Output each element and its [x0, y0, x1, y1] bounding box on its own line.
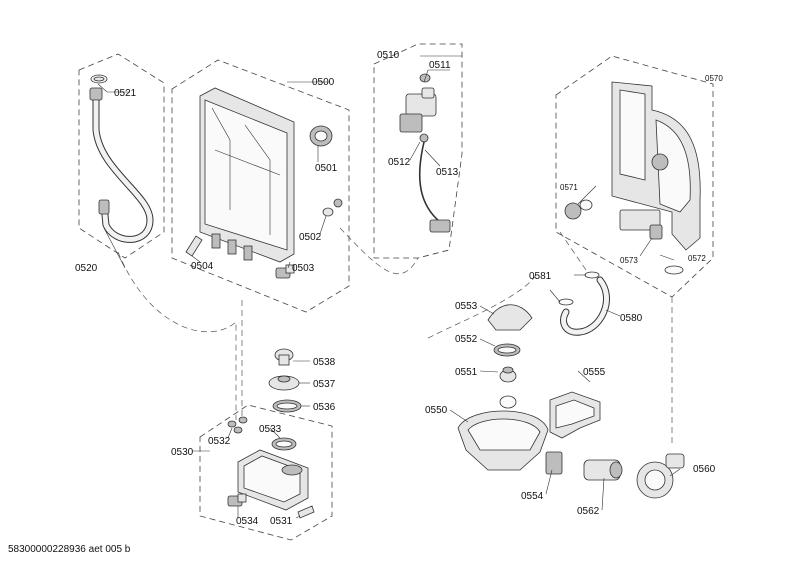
label-0504[interactable]: 0504 — [191, 261, 214, 272]
hose-0580[interactable] — [560, 276, 610, 336]
water-valve-0510[interactable] — [399, 87, 437, 133]
label-0550[interactable]: 0550 — [425, 405, 448, 416]
seal-0552[interactable] — [493, 343, 521, 357]
nipple-0502[interactable] — [322, 198, 343, 217]
label-0581[interactable]: 0581 — [529, 271, 552, 282]
filter-0511[interactable] — [419, 73, 431, 83]
screws-0532[interactable] — [227, 416, 248, 434]
connector-0573[interactable] — [649, 224, 663, 240]
label-0520[interactable]: 0520 — [75, 263, 98, 274]
seal-0512[interactable] — [419, 133, 429, 143]
cap-0538[interactable] — [274, 348, 294, 366]
hose-clamp-0581[interactable] — [558, 271, 600, 306]
assembly-outlines — [78, 43, 714, 541]
label-0570[interactable]: 0570 — [705, 74, 723, 83]
label-0532[interactable]: 0532 — [208, 436, 231, 447]
seal-ring-0501[interactable] — [309, 125, 333, 147]
hose-clamp-0521[interactable] — [90, 74, 108, 84]
group-0500-outline — [171, 59, 350, 313]
bracket-0555[interactable] — [549, 391, 601, 439]
label-0555[interactable]: 0555 — [583, 367, 606, 378]
label-0500[interactable]: 0500 — [312, 77, 335, 88]
seal-0571[interactable] — [564, 199, 593, 220]
cable-0513[interactable] — [418, 141, 451, 233]
label-0536[interactable]: 0536 — [313, 402, 336, 413]
label-0510[interactable]: 0510 — [377, 50, 400, 61]
drain-hose-0520[interactable] — [89, 87, 154, 243]
group-0530-outline — [199, 404, 333, 541]
group-0510-outline — [373, 43, 463, 259]
label-0571[interactable]: 0571 — [560, 183, 578, 192]
label-0580[interactable]: 0580 — [620, 313, 643, 324]
seal-0536[interactable] — [272, 399, 302, 413]
check-valve-0551[interactable] — [499, 366, 517, 383]
connection-lines — [117, 227, 673, 445]
fitting-0534[interactable] — [227, 493, 247, 507]
connector-0520-to-0500 — [117, 251, 237, 420]
connector-0570-to-0580 — [559, 231, 587, 271]
dispenser-0530[interactable] — [237, 449, 309, 511]
clip-0531[interactable] — [297, 505, 315, 519]
label-0553[interactable]: 0553 — [455, 301, 478, 312]
label-0533[interactable]: 0533 — [259, 424, 282, 435]
sensor-0554[interactable] — [545, 451, 563, 475]
label-0551[interactable]: 0551 — [455, 367, 478, 378]
circulation-pump-0560[interactable] — [636, 453, 685, 499]
heat-exchanger-0570[interactable] — [611, 81, 701, 251]
label-0502[interactable]: 0502 — [299, 232, 322, 243]
label-0531[interactable]: 0531 — [270, 516, 293, 527]
part-labels: 0521 0520 0500 0501 0502 0503 0504 0510 … — [75, 50, 723, 527]
label-0560[interactable]: 0560 — [693, 464, 716, 475]
label-0530[interactable]: 0530 — [171, 447, 194, 458]
connector-0500-to-0510 — [339, 227, 419, 275]
label-0521[interactable]: 0521 — [114, 88, 137, 99]
label-0501[interactable]: 0501 — [315, 163, 338, 174]
label-0538[interactable]: 0538 — [313, 357, 336, 368]
seal-0572[interactable] — [664, 265, 684, 275]
valve-0503[interactable] — [275, 264, 295, 279]
label-0513[interactable]: 0513 — [436, 167, 459, 178]
cover-0553[interactable] — [487, 304, 533, 331]
label-0573[interactable]: 0573 — [620, 256, 638, 265]
label-0552[interactable]: 0552 — [455, 334, 478, 345]
drain-pump-0562[interactable] — [583, 459, 623, 481]
connector-0580-to-0550 — [424, 274, 537, 341]
clip-0504[interactable] — [185, 235, 203, 257]
label-0534[interactable]: 0534 — [236, 516, 259, 527]
group-0520-outline — [78, 53, 165, 259]
sump-0550[interactable] — [457, 395, 549, 471]
document-id: 58300000228936 aet 005 b — [8, 544, 131, 555]
label-0537[interactable]: 0537 — [313, 379, 336, 390]
seal-0533[interactable] — [271, 437, 297, 451]
label-0512[interactable]: 0512 — [388, 157, 411, 168]
lid-0537[interactable] — [268, 375, 300, 391]
label-0511[interactable]: 0511 — [429, 60, 451, 71]
label-0554[interactable]: 0554 — [521, 491, 544, 502]
label-0503[interactable]: 0503 — [292, 263, 315, 274]
sump-frame-0500[interactable] — [199, 87, 295, 263]
leader-lines — [97, 55, 681, 519]
label-0572[interactable]: 0572 — [688, 254, 706, 263]
label-0562[interactable]: 0562 — [577, 506, 600, 517]
